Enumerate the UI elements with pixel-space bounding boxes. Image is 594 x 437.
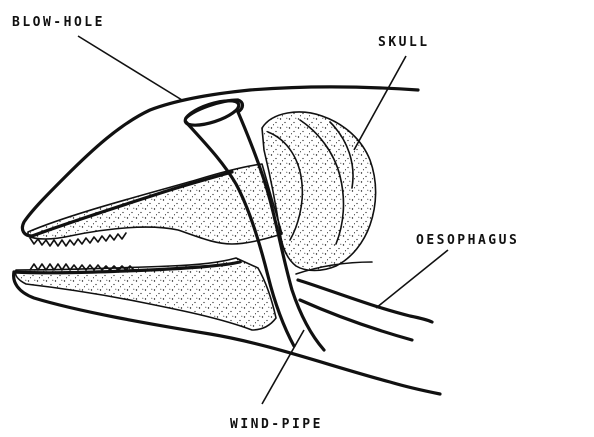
label-windpipe: WIND-PIPE	[230, 417, 323, 432]
blowhole-opening	[183, 96, 242, 130]
oesophagus-lower	[300, 300, 412, 340]
windpipe-leader	[262, 330, 304, 404]
label-oesophagus: OESOPHAGUS	[416, 233, 519, 248]
oesophagus-upper	[298, 280, 432, 322]
skull-leader	[354, 56, 406, 150]
label-blowhole: BLOW-HOLE	[12, 15, 105, 30]
oesophagus-leader	[376, 250, 448, 308]
label-skull: SKULL	[378, 35, 430, 50]
blowhole-leader	[78, 36, 182, 100]
